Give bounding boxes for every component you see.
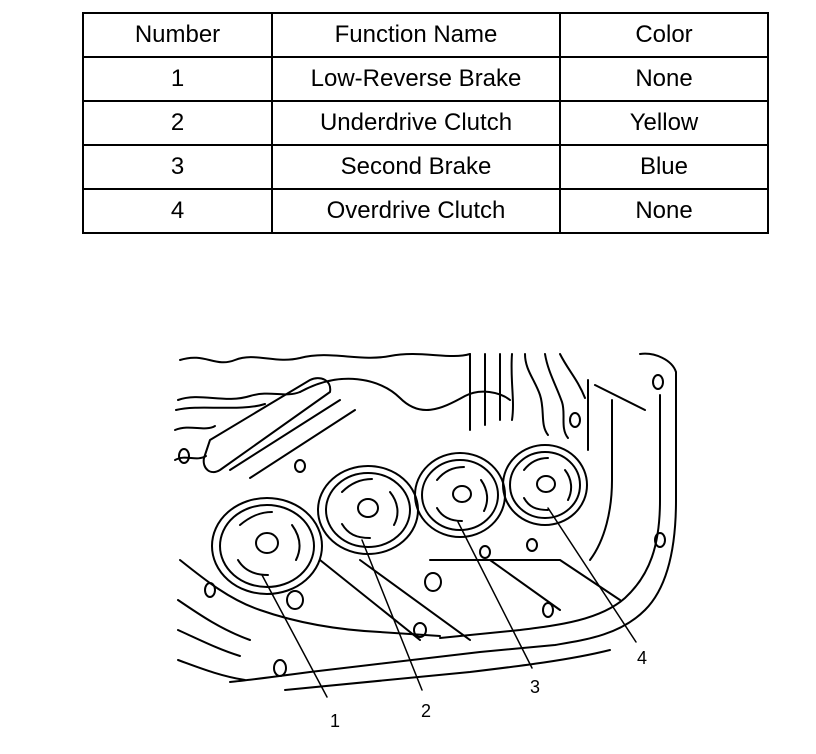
cell-number: 2	[82, 100, 273, 146]
bolt-holes	[178, 374, 666, 677]
cell-color: None	[559, 188, 769, 234]
leader-lines	[261, 507, 637, 698]
cell-function-name: Low-Reverse Brake	[271, 56, 561, 102]
cell-color: None	[559, 56, 769, 102]
table-row: 1 Low-Reverse Brake None	[82, 56, 769, 102]
callout-2: 2	[421, 701, 431, 721]
header-number: Number	[82, 12, 273, 58]
leader-line-2	[361, 539, 423, 691]
cell-function-name: Underdrive Clutch	[271, 100, 561, 146]
table-header-row: Number Function Name Color	[82, 12, 769, 58]
callout-4: 4	[637, 648, 647, 668]
cell-function-name: Second Brake	[271, 144, 561, 190]
table-row: 2 Underdrive Clutch Yellow	[82, 100, 769, 146]
table-row: 3 Second Brake Blue	[82, 144, 769, 190]
cell-function-name: Overdrive Clutch	[271, 188, 561, 234]
callout-1: 1	[330, 711, 340, 731]
callout-3: 3	[530, 677, 540, 697]
function-table: Number Function Name Color 1 Low-Reverse…	[82, 12, 769, 234]
cell-color: Blue	[559, 144, 769, 190]
cell-number: 1	[82, 56, 273, 102]
callout-labels: 1 2 3 4	[330, 648, 647, 731]
piston-4	[502, 444, 588, 526]
cell-number: 4	[82, 188, 273, 234]
cell-color: Yellow	[559, 100, 769, 146]
table-row: 4 Overdrive Clutch None	[82, 188, 769, 234]
leader-line-1	[261, 574, 328, 698]
leader-line-3	[457, 521, 533, 669]
cell-number: 3	[82, 144, 273, 190]
housing-outline	[174, 352, 677, 691]
leader-line-4	[547, 507, 637, 643]
piston-2	[317, 465, 419, 555]
header-color: Color	[559, 12, 769, 58]
header-function-name: Function Name	[271, 12, 561, 58]
piston-1	[211, 497, 323, 595]
